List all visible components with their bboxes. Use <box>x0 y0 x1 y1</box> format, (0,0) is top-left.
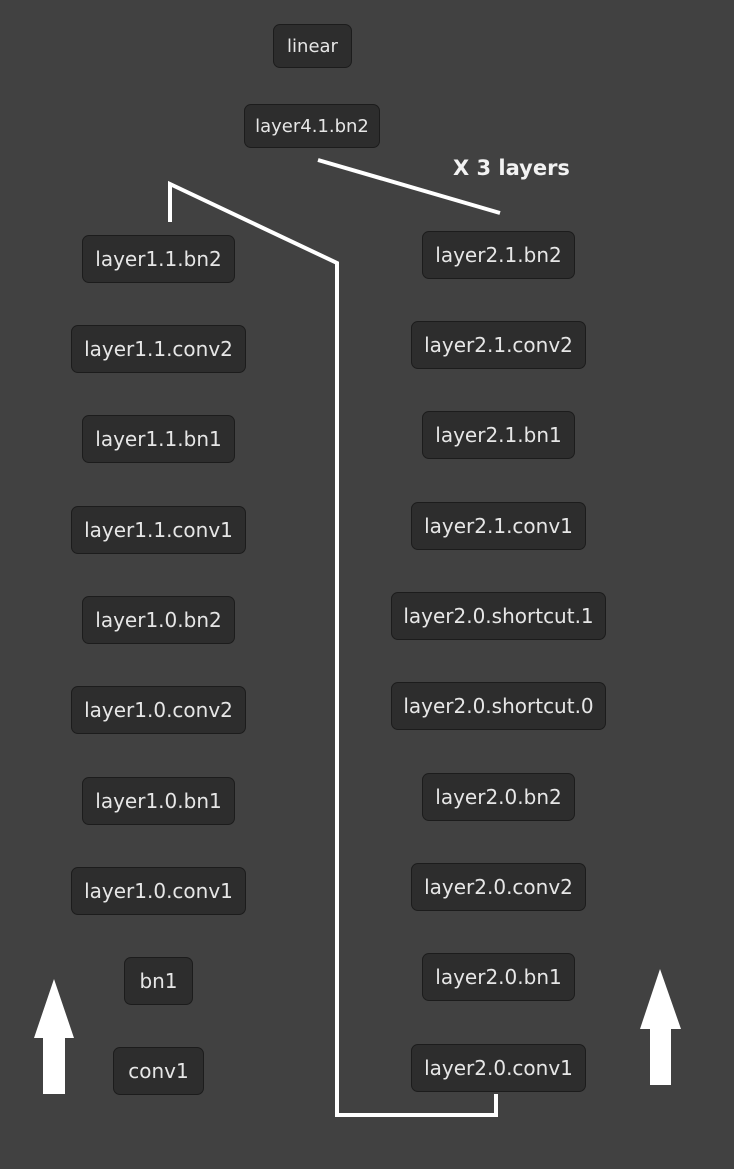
repeat-annotation: X 3 layers <box>453 156 570 180</box>
node-layer2-0-shortcut-0[interactable]: layer2.0.shortcut.0 <box>391 682 606 730</box>
node-bn1[interactable]: bn1 <box>124 957 193 1005</box>
node-layer2-0-conv2[interactable]: layer2.0.conv2 <box>411 863 586 911</box>
node-linear[interactable]: linear <box>273 24 352 68</box>
node-layer1-0-bn1[interactable]: layer1.0.bn1 <box>82 777 235 825</box>
up-arrow-icon <box>640 969 681 1085</box>
node-layer1-0-conv2[interactable]: layer1.0.conv2 <box>71 686 246 734</box>
node-layer1-1-conv1[interactable]: layer1.1.conv1 <box>71 506 246 554</box>
node-layer2-1-conv2[interactable]: layer2.1.conv2 <box>411 321 586 369</box>
node-conv1[interactable]: conv1 <box>113 1047 204 1095</box>
node-layer2-1-bn2[interactable]: layer2.1.bn2 <box>422 231 575 279</box>
node-layer2-0-conv1[interactable]: layer2.0.conv1 <box>411 1044 586 1092</box>
node-layer2-0-shortcut-1[interactable]: layer2.0.shortcut.1 <box>391 592 606 640</box>
node-layer1-1-bn1[interactable]: layer1.1.bn1 <box>82 415 235 463</box>
flow-connector-line <box>168 180 498 1117</box>
node-layer1-0-conv1[interactable]: layer1.0.conv1 <box>71 867 246 915</box>
node-layer2-1-bn1[interactable]: layer2.1.bn1 <box>422 411 575 459</box>
node-layer2-0-bn2[interactable]: layer2.0.bn2 <box>422 773 575 821</box>
up-arrow-icon <box>34 979 74 1094</box>
node-layer4-1-bn2[interactable]: layer4.1.bn2 <box>244 104 380 148</box>
node-layer2-1-conv1[interactable]: layer2.1.conv1 <box>411 502 586 550</box>
repeat-indicator-line <box>317 158 501 215</box>
node-layer1-0-bn2[interactable]: layer1.0.bn2 <box>82 596 235 644</box>
node-layer1-1-conv2[interactable]: layer1.1.conv2 <box>71 325 246 373</box>
node-layer2-0-bn1[interactable]: layer2.0.bn1 <box>422 953 575 1001</box>
node-layer1-1-bn2[interactable]: layer1.1.bn2 <box>82 235 235 283</box>
